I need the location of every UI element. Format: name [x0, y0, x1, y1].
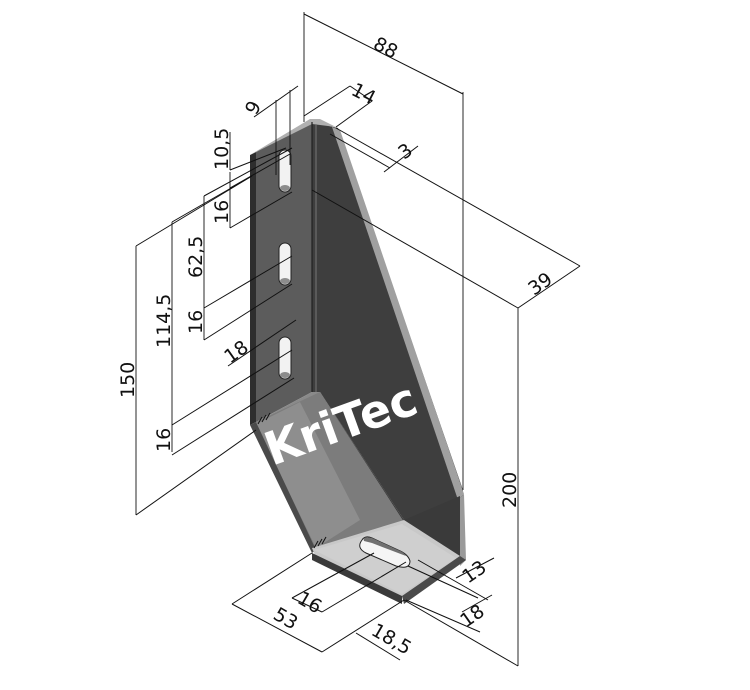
dim-18-base: 18	[456, 600, 488, 632]
dim-3: 3	[394, 139, 417, 164]
base-plate-front-edge	[312, 553, 402, 604]
dim-200: 200	[499, 472, 521, 508]
bracket-side-web	[312, 122, 463, 598]
base-plate-right-edge	[402, 556, 466, 604]
dim-9: 9	[241, 97, 266, 118]
dim-16-third: 16	[153, 428, 175, 452]
dim-114-5: 114,5	[153, 294, 175, 348]
base-slot	[359, 536, 411, 568]
dim-62-5: 62,5	[185, 236, 207, 278]
dim-16-first: 16	[211, 200, 233, 224]
slot-1	[278, 149, 292, 193]
angled-plate-light	[256, 402, 360, 548]
weld-marks	[257, 412, 327, 549]
dim-150: 150	[117, 362, 139, 398]
dimension-lines	[135, 12, 581, 667]
dim-39: 39	[524, 268, 556, 300]
dim-88: 88	[370, 33, 402, 64]
dim-14: 14	[348, 79, 380, 110]
dim-10-5: 10,5	[211, 128, 233, 170]
vertical-slots	[278, 149, 292, 380]
dim-16-second: 16	[185, 310, 207, 334]
vertical-plate-edge	[250, 152, 256, 425]
bracket-part: KriTec	[250, 119, 466, 604]
dim-18-slot: 18	[220, 336, 252, 368]
dim-18-5: 18,5	[368, 619, 416, 659]
angled-plate-edge	[250, 422, 316, 553]
